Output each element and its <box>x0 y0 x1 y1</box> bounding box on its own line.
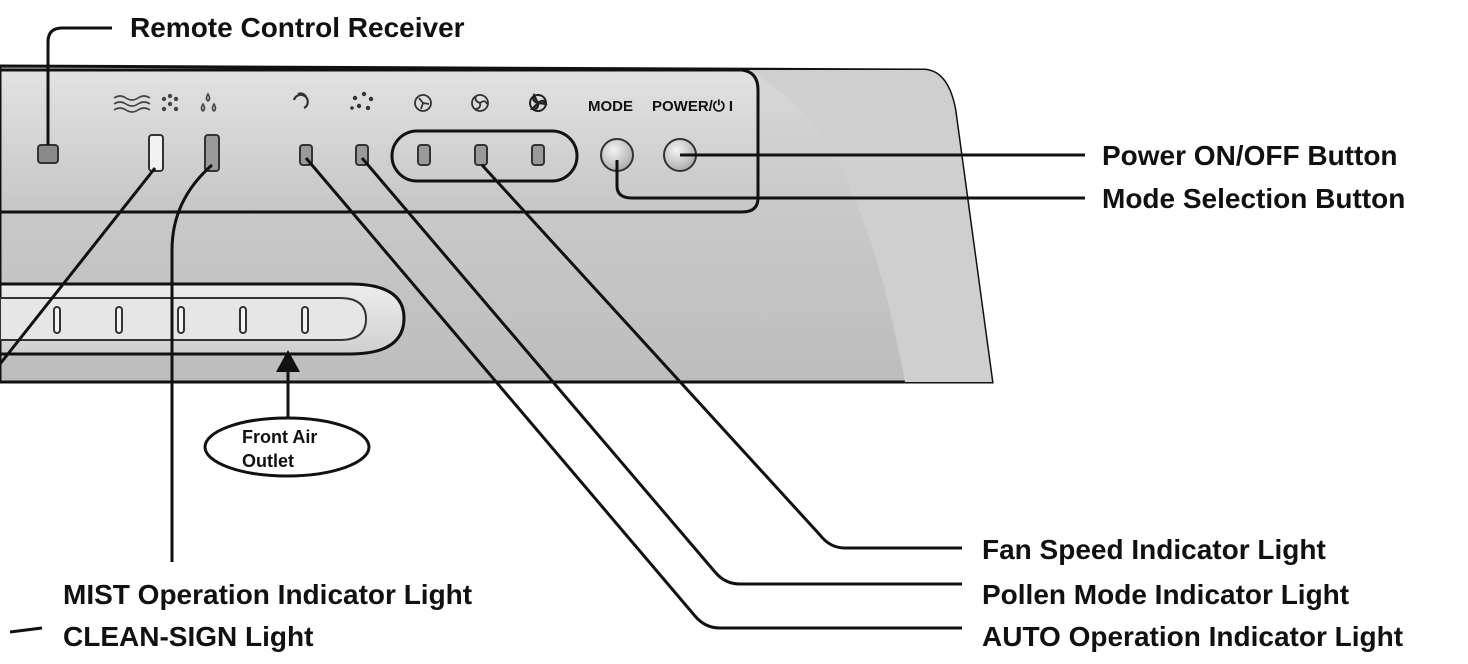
callout-mist-operation-light: MIST Operation Indicator Light <box>63 579 472 610</box>
callout-clean-sign-light: CLEAN-SIGN Light <box>63 621 313 652</box>
power-panel-label: POWER/⏻ I <box>652 98 733 115</box>
leader-auto-operation <box>304 157 962 630</box>
leader-clean-sign <box>0 167 157 365</box>
leader-remote-control-receiver <box>46 26 112 145</box>
front-air-outlet-bubble <box>203 416 371 478</box>
callout-mode-button: Mode Selection Button <box>1102 183 1405 214</box>
device-side-face <box>748 70 992 382</box>
fan-high-icon <box>529 92 548 112</box>
remote-control-receiver-window <box>37 144 59 164</box>
mist-operation-light <box>204 134 220 172</box>
leader-fan-speed <box>480 163 962 550</box>
leader-clean-sign-stub <box>9 626 43 634</box>
clean-sign-light <box>148 134 164 172</box>
fan-mid-icon <box>471 94 489 112</box>
outlet-louvers <box>53 306 309 334</box>
front-air-outlet-arrow-head <box>276 350 300 372</box>
front-air-outlet-label-line2: Outlet <box>242 451 294 471</box>
air-flow-sparkle-icon <box>113 93 179 113</box>
leader-mode-button <box>615 160 1085 200</box>
callout-fan-speed-light: Fan Speed Indicator Light <box>982 534 1326 565</box>
callout-auto-operation-light: AUTO Operation Indicator Light <box>982 621 1403 652</box>
fan-speed-light-mid <box>474 144 488 166</box>
fan-speed-light-low <box>417 144 431 166</box>
mode-panel-label: MODE <box>588 98 633 115</box>
pollen-dots-icon <box>350 91 374 111</box>
fan-low-icon <box>414 94 432 112</box>
fan-speed-light-group <box>390 129 579 183</box>
water-drops-icon <box>200 92 217 112</box>
fan-speed-light-high <box>531 144 545 166</box>
swirl-icon <box>292 92 309 109</box>
callout-remote-control-receiver: Remote Control Receiver <box>130 12 465 43</box>
leader-mist-operation <box>170 163 213 562</box>
callout-pollen-mode-light: Pollen Mode Indicator Light <box>982 579 1349 610</box>
front-air-outlet-label-line1: Front Air <box>242 427 317 447</box>
callout-power-button: Power ON/OFF Button <box>1102 140 1398 171</box>
leader-pollen-mode <box>360 157 962 586</box>
control-panel-plate <box>0 68 760 214</box>
